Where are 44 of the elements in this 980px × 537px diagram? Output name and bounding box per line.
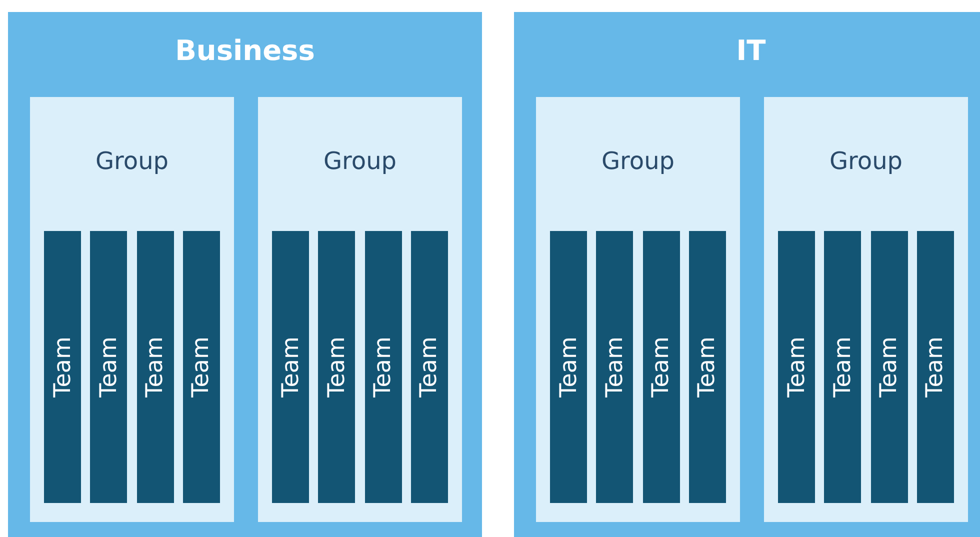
team-label: Team bbox=[96, 336, 122, 398]
group-box bbox=[30, 97, 234, 522]
team-label: Team bbox=[416, 336, 442, 398]
team-bar bbox=[550, 231, 587, 503]
team-label: Team bbox=[648, 336, 674, 398]
team-label: Team bbox=[556, 336, 582, 398]
team-bar bbox=[364, 231, 402, 503]
team-label: Team bbox=[50, 336, 76, 398]
team-label: Team bbox=[602, 336, 628, 398]
team-label: Team bbox=[922, 336, 948, 398]
team-bar bbox=[778, 231, 815, 503]
team-bar bbox=[916, 231, 954, 503]
team-bar bbox=[272, 231, 309, 503]
team-label: Team bbox=[370, 336, 396, 398]
team-bar bbox=[318, 231, 356, 503]
group-title: Group bbox=[828, 147, 904, 175]
team-label: Team bbox=[694, 336, 720, 398]
team-bar bbox=[410, 231, 448, 503]
team-bar bbox=[182, 231, 220, 503]
group-title: Group bbox=[94, 147, 170, 175]
team-label: Team bbox=[278, 336, 304, 398]
group-box bbox=[764, 97, 968, 522]
team-bar bbox=[136, 231, 174, 503]
group-box bbox=[536, 97, 740, 522]
group-title: Group bbox=[600, 147, 676, 175]
team-bar bbox=[596, 231, 634, 503]
team-bar bbox=[824, 231, 862, 503]
team-bar bbox=[688, 231, 726, 503]
group-box bbox=[258, 97, 462, 522]
team-bar bbox=[90, 231, 128, 503]
team-label: Team bbox=[784, 336, 810, 398]
team-label: Team bbox=[188, 336, 214, 398]
team-bar bbox=[44, 231, 81, 503]
panel-title: IT bbox=[735, 34, 767, 67]
group-title: Group bbox=[322, 147, 398, 175]
team-bar bbox=[870, 231, 908, 503]
panel-title: Business bbox=[174, 34, 316, 67]
team-label: Team bbox=[324, 336, 350, 398]
team-bar bbox=[642, 231, 680, 503]
team-label: Team bbox=[876, 336, 902, 398]
team-label: Team bbox=[830, 336, 856, 398]
team-label: Team bbox=[142, 336, 168, 398]
department-panel bbox=[8, 12, 482, 537]
department-panel bbox=[514, 12, 980, 537]
